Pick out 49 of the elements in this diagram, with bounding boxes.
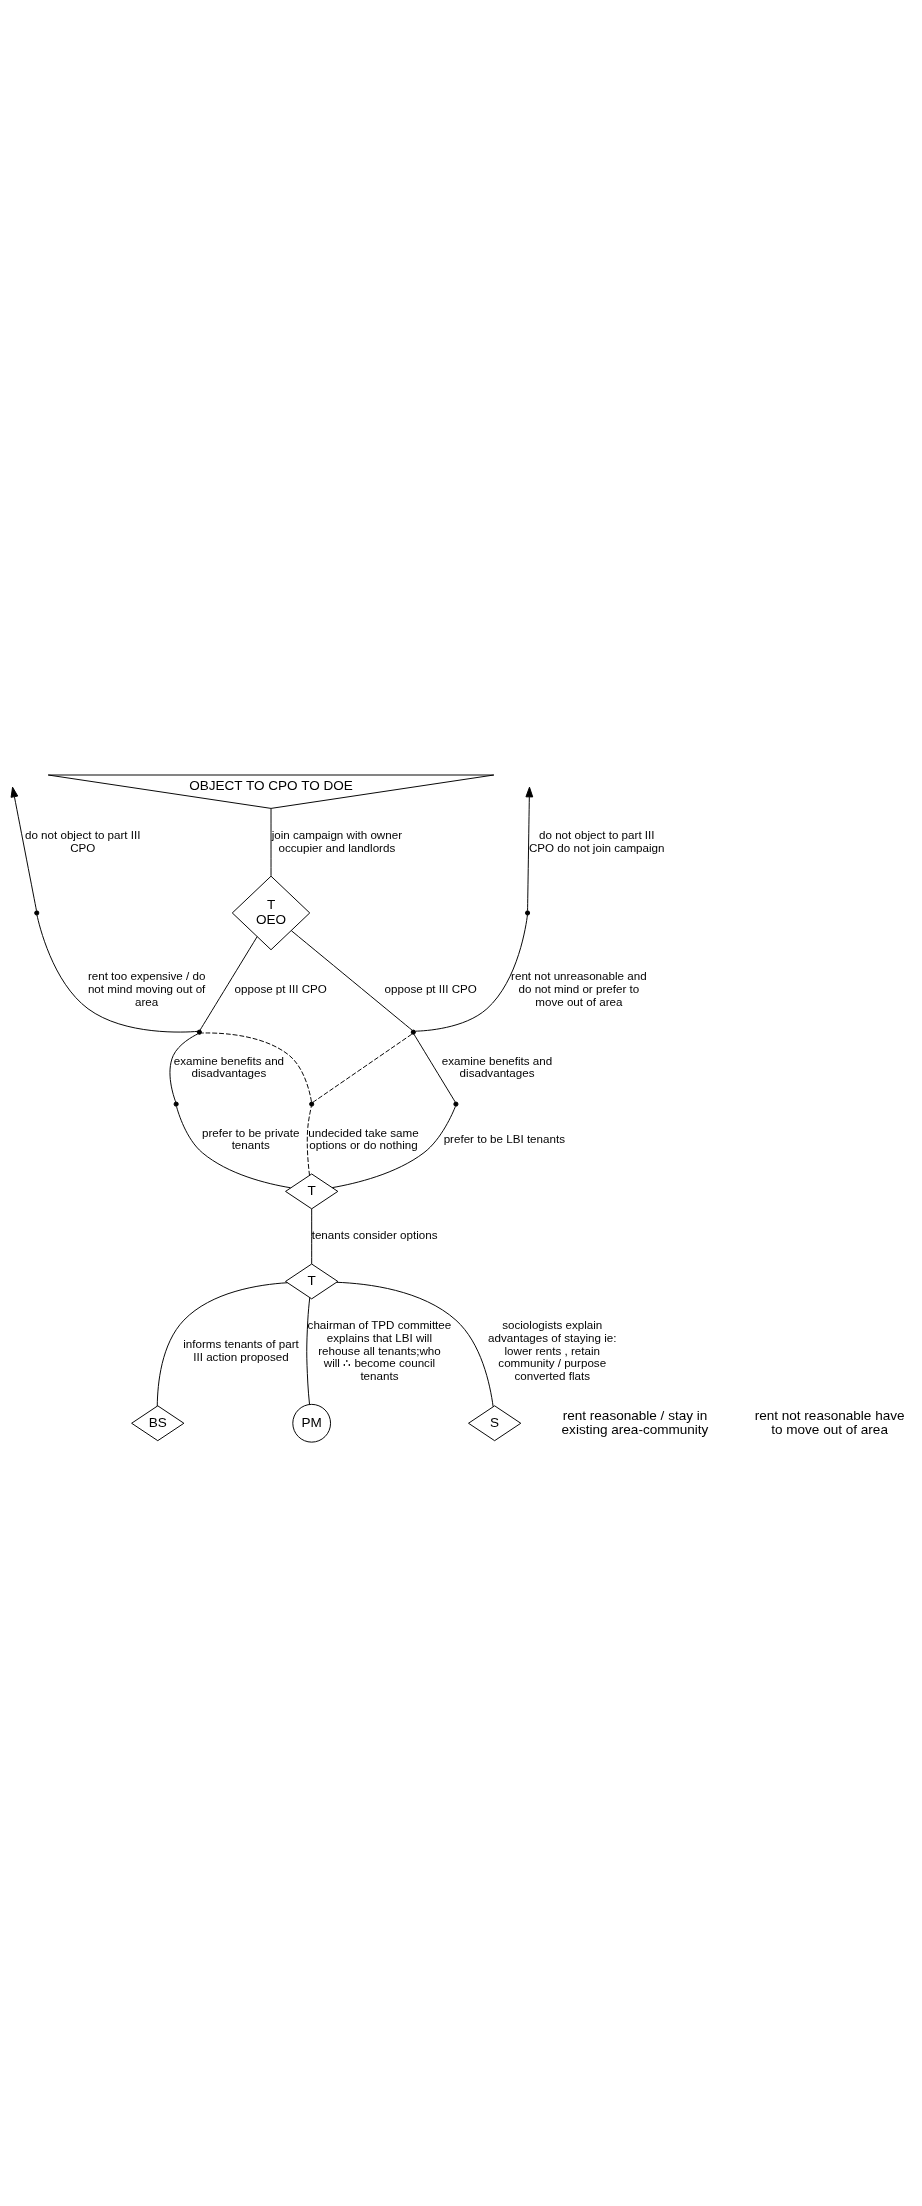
connector bbox=[200, 1032, 312, 1103]
node-point bbox=[524, 910, 531, 916]
connector bbox=[413, 1033, 456, 1103]
node-point bbox=[453, 1101, 459, 1107]
node-diamond: BS bbox=[131, 1405, 185, 1442]
edge-label: sociologists explain advantages of staying ie: lower rents , retain community / purpose converted flats bbox=[488, 1318, 617, 1382]
edge-label: prefer to be LBI tenants bbox=[443, 1132, 565, 1146]
connector bbox=[306, 1297, 311, 1405]
edge-label: undecided take same options or do nothing bbox=[308, 1125, 419, 1152]
node-point bbox=[196, 1029, 202, 1035]
connector bbox=[36, 914, 198, 1033]
connector bbox=[312, 1033, 413, 1103]
connector bbox=[414, 914, 528, 1032]
node-point bbox=[34, 910, 40, 916]
edge-label: examine benefits and disadvantages bbox=[441, 1053, 553, 1080]
arrow bbox=[525, 786, 534, 912]
connector bbox=[156, 1282, 288, 1407]
node-point bbox=[309, 1101, 315, 1107]
connector bbox=[290, 930, 413, 1031]
edge-label: prefer to be private tenants bbox=[201, 1125, 300, 1152]
edge-label: rent too expensive / do not mind moving out of area bbox=[87, 969, 206, 1008]
node-point bbox=[173, 1101, 179, 1107]
node-circle: PM bbox=[292, 1403, 332, 1443]
node-diamond: T bbox=[285, 1263, 339, 1300]
label: rent not reasonable have to move out of area bbox=[754, 1407, 905, 1438]
node-diamond: T OEO bbox=[231, 875, 311, 951]
edge-label: tenants consider options bbox=[311, 1228, 438, 1242]
connector bbox=[336, 1281, 494, 1408]
edge-label: oppose pt III CPO bbox=[384, 981, 477, 995]
edge-label: join campaign with owner occupier and landlords bbox=[271, 827, 403, 854]
edge-label: oppose pt III CPO bbox=[234, 981, 327, 995]
arrow bbox=[10, 786, 37, 912]
connector bbox=[169, 1033, 199, 1103]
node-diamond: S bbox=[468, 1405, 522, 1442]
connector bbox=[270, 808, 272, 877]
edge-label: examine benefits and disadvantages bbox=[173, 1053, 285, 1080]
edge-label: chairman of TPD committee explains that LBI will rehouse all tenants;who will ∴ become council tenants bbox=[307, 1318, 452, 1382]
connector bbox=[306, 1105, 312, 1176]
node-diamond: T bbox=[285, 1173, 339, 1210]
label: rent reasonable / stay in existing area-community bbox=[561, 1407, 709, 1438]
edge-label: informs tenants of part III action proposed bbox=[183, 1337, 299, 1363]
connector bbox=[311, 1208, 313, 1265]
connector bbox=[331, 1106, 456, 1189]
connector bbox=[199, 936, 258, 1031]
edge-label: do not object to part III CPO bbox=[24, 827, 141, 854]
node-point bbox=[410, 1029, 416, 1035]
edge-label: do not object to part III CPO do not join campaign bbox=[529, 827, 665, 854]
edge-label: rent not unreasonable and do not mind or prefer to move out of area bbox=[511, 969, 647, 1008]
connector bbox=[176, 1106, 291, 1189]
